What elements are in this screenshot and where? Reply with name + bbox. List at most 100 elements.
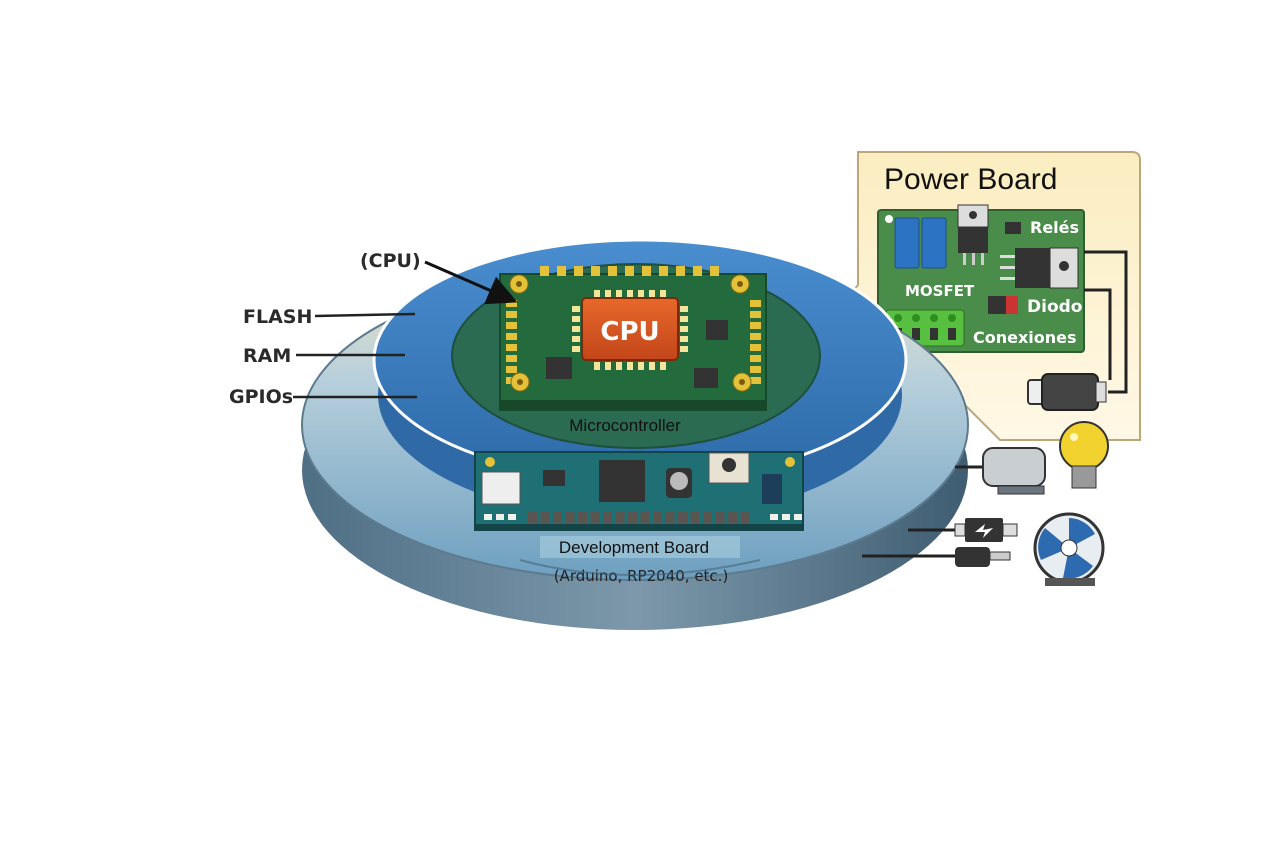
pad <box>750 322 761 329</box>
usb-connector-icon <box>481 471 521 505</box>
pad <box>770 514 778 520</box>
pad <box>572 306 580 312</box>
pad <box>794 514 802 520</box>
pad <box>659 266 668 276</box>
microcontroller-caption: Microcontroller <box>569 416 681 435</box>
pad <box>660 362 666 370</box>
pad <box>506 311 517 318</box>
pad <box>750 300 761 307</box>
ic-chip <box>706 320 728 340</box>
pad <box>594 362 600 370</box>
dip-switch-icon <box>762 474 782 504</box>
wire <box>1084 250 1128 394</box>
pad <box>638 362 644 370</box>
pad <box>572 346 580 352</box>
pad <box>649 362 655 370</box>
pad <box>640 512 650 523</box>
pad <box>680 336 688 342</box>
pad <box>625 266 634 276</box>
voltage-regulator-icon <box>957 204 989 265</box>
pad <box>615 512 625 523</box>
pad <box>627 290 633 298</box>
pad <box>665 512 675 523</box>
pad <box>603 512 612 523</box>
pad <box>557 266 566 276</box>
small-component-icon <box>1005 222 1021 234</box>
header-pins <box>484 512 802 523</box>
pad <box>540 512 550 523</box>
pad <box>750 333 761 340</box>
pad <box>506 355 517 362</box>
pad <box>782 514 790 520</box>
pad <box>540 266 549 276</box>
pad <box>627 362 633 370</box>
mount-hole <box>885 215 893 223</box>
pad <box>703 512 712 523</box>
pad <box>680 326 688 332</box>
ic-chip <box>694 368 718 388</box>
relay-icon <box>894 217 947 269</box>
pad <box>608 266 617 276</box>
development-board-caption: Development Board <box>559 538 709 557</box>
pad <box>508 514 516 520</box>
disc-edge-line <box>519 559 761 576</box>
pad <box>565 512 575 523</box>
light-bulb-icon <box>1059 421 1109 489</box>
pad <box>578 512 587 523</box>
crystal-icon <box>670 472 688 490</box>
mosfet-icon <box>1000 247 1079 289</box>
pad <box>506 344 517 351</box>
pad <box>642 266 651 276</box>
pad <box>678 512 687 523</box>
pad <box>638 290 644 298</box>
label-connections: Conexiones <box>973 328 1077 347</box>
pad <box>616 362 622 370</box>
label-diode: Diodo <box>1027 297 1082 317</box>
pad <box>572 316 580 322</box>
motor-icon <box>955 447 1046 495</box>
pad <box>553 512 562 523</box>
caption-bg <box>540 536 740 558</box>
label-ram: RAM <box>243 345 291 367</box>
pad <box>750 366 761 373</box>
flash-leader-line <box>314 312 416 318</box>
label-mask <box>170 240 350 275</box>
pad <box>628 512 637 523</box>
pad <box>572 336 580 342</box>
wire <box>1084 288 1112 380</box>
pad <box>660 290 666 298</box>
pad <box>616 290 622 298</box>
pad <box>574 266 583 276</box>
pad <box>506 366 517 373</box>
pad <box>715 512 725 523</box>
label-relays: Relés <box>1030 218 1079 237</box>
pad <box>506 322 517 329</box>
cpu-chip-label: CPU <box>600 317 659 347</box>
pad <box>728 512 737 523</box>
fan-icon <box>1033 512 1105 586</box>
pad <box>690 512 700 523</box>
pad <box>693 266 702 276</box>
label-gpios: GPIOs <box>229 386 293 408</box>
pad <box>653 512 662 523</box>
pad <box>710 266 719 276</box>
power-board-title: Power Board <box>884 163 1057 196</box>
power-board-panel: Power Board Relés MOSFET <box>842 151 1141 441</box>
pad <box>750 377 761 384</box>
solenoid-icon <box>1027 373 1107 411</box>
relay-component-icon <box>908 518 1018 542</box>
label-flash: FLASH <box>243 306 312 328</box>
pad <box>484 514 492 520</box>
pad <box>528 512 537 523</box>
pad <box>750 344 761 351</box>
ic-chip <box>546 357 572 379</box>
cpu-chip: CPU <box>581 297 679 361</box>
development-board-subcaption: (Arduino, RP2040, etc.) <box>554 567 729 585</box>
mcu-pads <box>506 266 761 384</box>
development-board <box>474 451 804 531</box>
pad <box>605 290 611 298</box>
pad <box>506 333 517 340</box>
label-cpu: (CPU) <box>360 250 421 272</box>
plug-icon <box>862 547 1011 567</box>
